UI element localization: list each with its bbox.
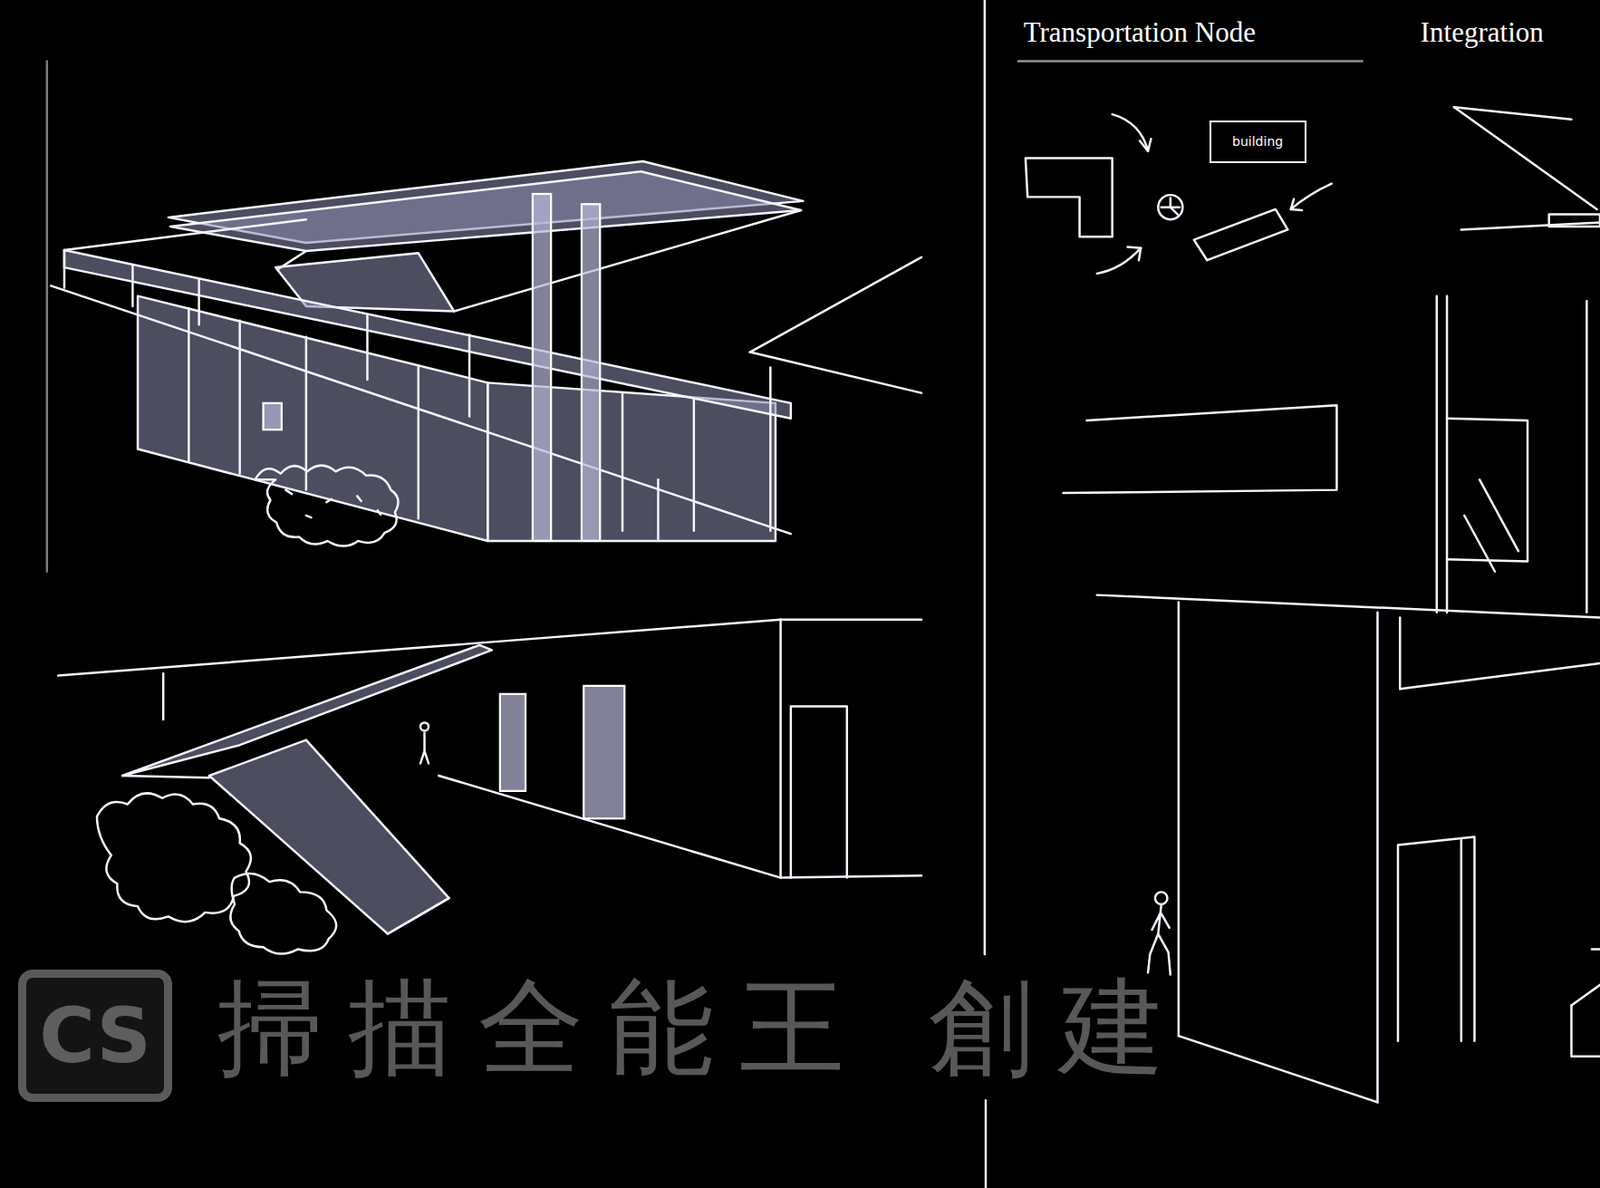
sketch-stroke <box>1454 106 1598 210</box>
sketch-stroke <box>790 705 848 878</box>
integration-sketch <box>1063 106 1600 1102</box>
canopy-perspective <box>50 161 922 547</box>
sketch-stroke <box>263 403 282 430</box>
sketch-stroke <box>305 337 308 491</box>
sketch-stroke <box>366 314 368 380</box>
sketch-stroke <box>277 250 307 270</box>
sketch-stroke <box>122 775 210 778</box>
sketch-stroke <box>1436 296 1438 613</box>
sketch-stroke <box>238 320 241 474</box>
sketch-stroke <box>500 693 526 791</box>
sketch-stroke <box>581 203 600 541</box>
sketch-stroke <box>197 279 200 326</box>
sketch-stroke <box>1571 984 1600 1006</box>
sketch-stroke <box>1178 1035 1379 1102</box>
building-box: building <box>1209 120 1307 164</box>
sketch-stroke <box>1445 296 1448 613</box>
sketch-stroke <box>1025 158 1113 238</box>
section-heading: Integration <box>1420 17 1544 49</box>
node-text: building <box>1232 134 1283 149</box>
sketch-stroke <box>46 61 49 572</box>
sketch-stroke <box>96 792 251 922</box>
sketch-stroke <box>1399 663 1600 689</box>
sketch-stroke <box>468 334 471 416</box>
sketch-stroke <box>64 219 307 251</box>
sketch-stroke <box>1446 418 1528 562</box>
sketch-stroke <box>131 265 134 307</box>
node-mini-diagram <box>1025 114 1332 274</box>
sketch-stroke <box>255 465 399 547</box>
sketch-stroke <box>532 193 551 541</box>
sketch-stroke <box>780 875 922 878</box>
sketch-stroke <box>1454 106 1572 120</box>
sketch-stroke <box>1585 300 1588 613</box>
sketch-stroke <box>780 617 922 620</box>
sketch-stroke <box>209 740 450 935</box>
sketch-stroke <box>1398 616 1401 689</box>
sketch-stroke <box>420 722 429 731</box>
sketch-stroke <box>170 171 801 251</box>
sketch-stroke <box>779 619 781 878</box>
sketch-stroke <box>64 250 791 419</box>
sketch-stroke <box>387 897 450 934</box>
sketch-stroke <box>1063 404 1338 493</box>
sketch-stroke <box>1397 837 1475 1041</box>
logo-box: CS <box>18 969 173 1102</box>
sketch-stroke <box>1139 138 1151 152</box>
sketch-stroke <box>1464 515 1495 572</box>
sketch-stroke <box>230 873 337 955</box>
sketch-stroke <box>1591 947 1600 950</box>
sketch-stroke <box>621 393 624 531</box>
sketch-stroke <box>50 285 791 534</box>
sketch-stroke <box>1194 209 1289 261</box>
sketch-stroke <box>1157 194 1183 220</box>
sketch-stroke <box>453 210 801 312</box>
sketch-stroke <box>1155 891 1168 905</box>
sketch-stroke <box>1127 247 1142 261</box>
sketch-stroke <box>983 0 986 955</box>
node-text: CS <box>38 993 152 1078</box>
sketch-stroke <box>984 1099 987 1188</box>
sketch-stroke <box>769 366 772 531</box>
sketch-stroke <box>417 365 420 519</box>
sketch-stroke <box>1460 838 1463 1041</box>
sketch-stroke <box>1571 1004 1600 1056</box>
sketch-stroke <box>1376 612 1379 1103</box>
page-divider <box>47 0 1363 1188</box>
sketch-stroke <box>1097 248 1141 274</box>
section-heading: Transportation Node <box>1023 17 1256 49</box>
sketch-stroke <box>1147 905 1171 975</box>
sketch-stroke <box>693 397 695 531</box>
sketch-stroke <box>1161 198 1180 215</box>
sketch-stroke <box>285 490 381 518</box>
sketch-stroke <box>1018 59 1363 62</box>
sketch-stroke <box>1097 595 1600 618</box>
sketch-stroke <box>1291 183 1332 210</box>
sketch-stroke <box>656 479 659 541</box>
sketch-stroke <box>420 732 429 764</box>
folded-canopy-view <box>57 619 922 955</box>
sketch-stroke <box>1291 199 1302 211</box>
sketch-stroke <box>1479 479 1519 551</box>
sketch-stroke <box>63 250 66 289</box>
sketch-stroke <box>583 685 625 819</box>
sketch-stroke <box>1549 214 1600 228</box>
watermark: 掃描全能王 創建 <box>217 969 1190 1086</box>
sketch-stroke <box>162 673 164 720</box>
sketch-stroke <box>750 352 922 394</box>
sketch-stroke <box>750 257 922 353</box>
